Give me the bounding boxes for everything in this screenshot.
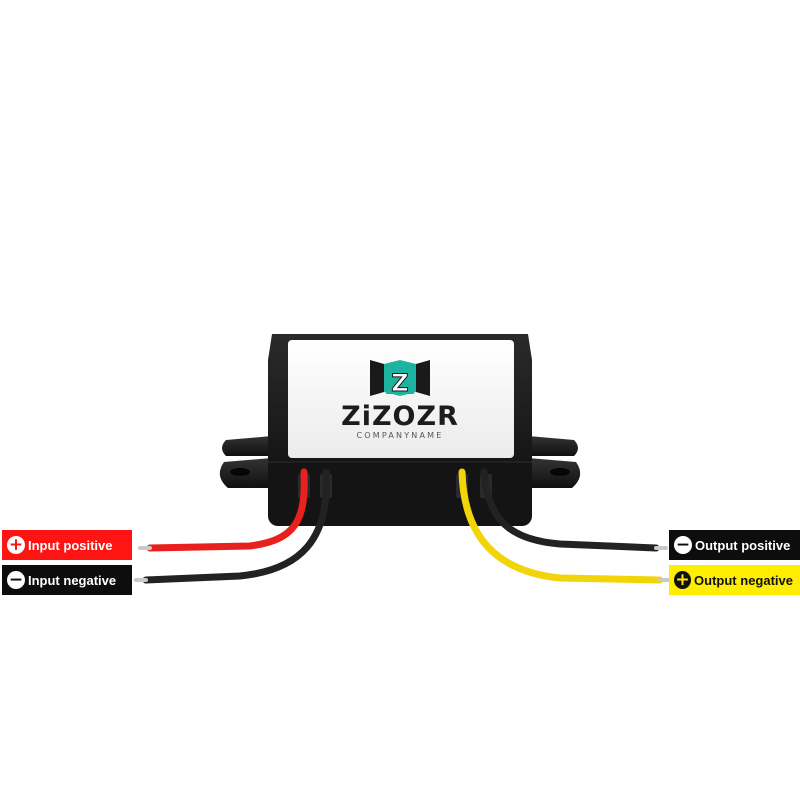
brand-tagline: COMPANYNAME <box>356 431 443 440</box>
output-positive-label: − Output positive <box>669 530 800 560</box>
input-negative-label: − Input negative <box>2 565 132 595</box>
output-positive-wire <box>480 468 660 552</box>
output-positive-text: Output positive <box>695 537 791 553</box>
minus-icon: − <box>674 534 692 555</box>
brand-name: ZiZOZR <box>341 401 459 432</box>
input-positive-wire <box>146 468 308 552</box>
plus-icon: + <box>7 534 25 555</box>
output-negative-label: + Output negative <box>669 565 800 595</box>
input-negative-text: Input negative <box>28 572 117 588</box>
input-negative-wire <box>142 468 330 584</box>
wires <box>142 468 664 584</box>
plus-icon: + <box>674 569 692 590</box>
brand-logo-letter: Z <box>391 369 408 397</box>
input-positive-label: + Input positive <box>2 530 132 560</box>
output-negative-text: Output negative <box>694 572 793 588</box>
left-mounting-flange <box>219 436 272 488</box>
brand-logo-icon: Z <box>370 360 430 398</box>
minus-icon: − <box>7 569 25 590</box>
wire-tips <box>134 546 672 582</box>
right-mounting-flange <box>528 436 581 488</box>
brand-label-sticker: Z ZiZOZR COMPANYNAME <box>288 340 514 458</box>
input-positive-text: Input positive <box>28 537 113 553</box>
output-negative-wire <box>458 468 664 584</box>
